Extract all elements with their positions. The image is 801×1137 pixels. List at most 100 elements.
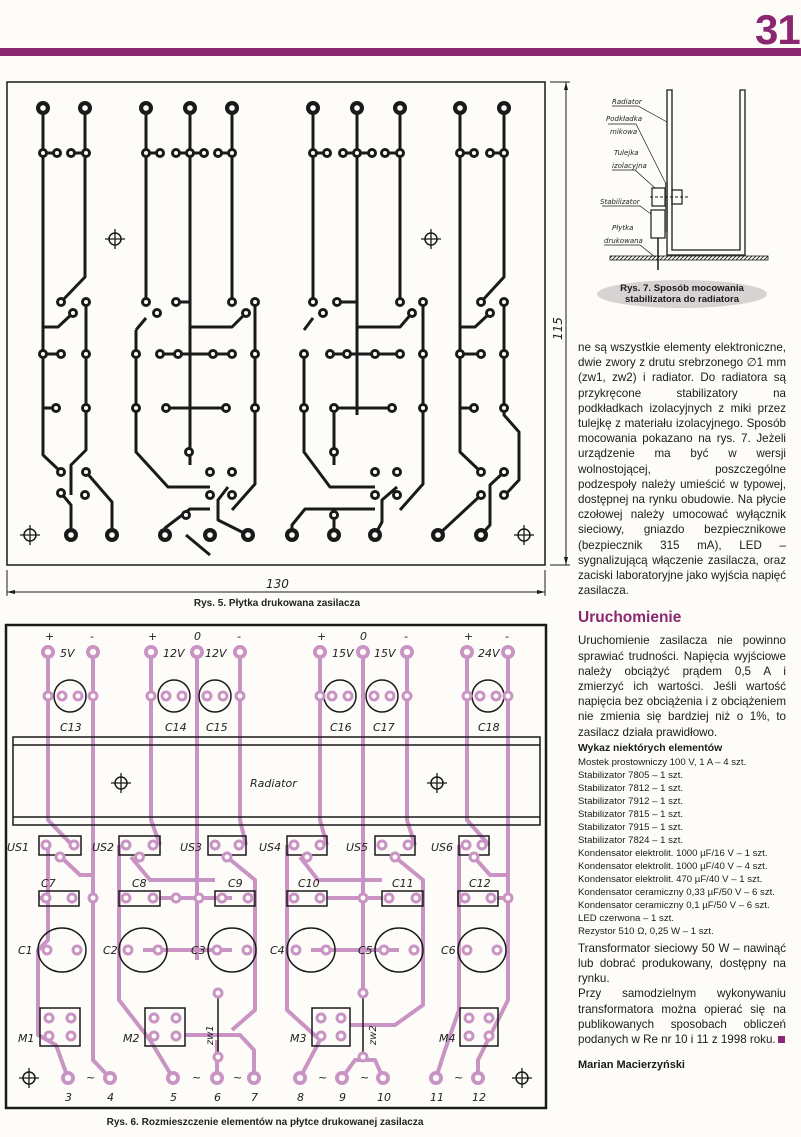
- pad-hole: [163, 693, 169, 699]
- drill-hole: [373, 493, 377, 497]
- pad-hole: [43, 895, 49, 901]
- pad-hole: [148, 693, 154, 699]
- drill-hole: [332, 406, 336, 410]
- pad-hole: [381, 947, 387, 953]
- pad-hole: [466, 1015, 472, 1021]
- parts-list-item: Kondensator ceramiczny 0,33 µF/50 V – 6 …: [578, 886, 775, 898]
- drill-hole: [502, 352, 506, 356]
- voltage-label: 24V: [478, 647, 501, 660]
- pad-hole: [464, 693, 470, 699]
- terminal-label: 4: [107, 1091, 114, 1104]
- component-trace: [36, 845, 70, 1079]
- pad-hole: [150, 895, 156, 901]
- copper-trace: [69, 302, 88, 495]
- pad-hole: [219, 895, 225, 901]
- pad-hole: [90, 895, 96, 901]
- polarity-label: 0: [194, 630, 201, 643]
- drill-hole: [41, 151, 45, 155]
- drill-hole: [488, 151, 492, 155]
- copper-trace: [134, 317, 148, 331]
- bridge-label: M2: [123, 1032, 140, 1045]
- parts-list-item: Stabilizator 7805 – 1 szt.: [578, 769, 684, 781]
- pad-hole: [504, 648, 512, 656]
- pad-hole: [379, 842, 385, 848]
- pad-hole: [155, 947, 161, 953]
- capacitor-label: C10: [298, 877, 320, 890]
- pad-hole: [169, 1074, 177, 1082]
- pad-hole: [379, 1074, 387, 1082]
- pad-hole: [505, 693, 511, 699]
- article-paragraph: Przy samodzielnym wykonywaniu transforma…: [578, 986, 786, 1047]
- label-washer: Podkładka: [606, 115, 642, 123]
- end-mark: [777, 1036, 785, 1044]
- capacitor-label: C12: [469, 877, 491, 890]
- pad-hole: [237, 693, 243, 699]
- copper-trace: [398, 302, 425, 511]
- terminal-label: 8: [297, 1091, 304, 1104]
- regulator-label: US2: [92, 841, 114, 854]
- pad-hole: [151, 1015, 157, 1021]
- parts-list-item: Stabilizator 7912 – 1 szt.: [578, 795, 684, 807]
- pad-hole: [477, 693, 483, 699]
- drill-hole: [59, 491, 63, 495]
- capacitor-outline: [365, 679, 399, 713]
- drill-hole: [134, 352, 138, 356]
- drill-hole: [421, 352, 425, 356]
- drill-hole: [354, 105, 360, 111]
- pad-hole: [466, 1033, 472, 1039]
- component-trace: [285, 845, 322, 1079]
- pad-hole: [173, 1033, 179, 1039]
- pad-hole: [392, 854, 398, 860]
- terminal-label: 10: [377, 1091, 391, 1104]
- electrolytic-capacitor-outline: [118, 927, 168, 973]
- bridge-rectifier-outline: [39, 1007, 81, 1047]
- drill-hole: [84, 300, 88, 304]
- parts-list-item: Rezystor 510 Ω, 0,25 W – 1 szt.: [578, 925, 714, 937]
- drill-hole: [230, 493, 234, 497]
- fig5-pcb-layout: 130 115: [6, 81, 570, 596]
- drill-hole: [331, 532, 337, 538]
- capacitor-label: C16: [330, 721, 352, 734]
- parts-list-item: LED czerwona – 1 szt.: [578, 912, 674, 924]
- pad-hole: [193, 648, 201, 656]
- polarity-label: -: [505, 630, 509, 643]
- pcb-outline: [6, 81, 546, 566]
- capacitor-label: C1: [18, 944, 33, 957]
- ceramic-capacitor-outline: [214, 890, 256, 907]
- drill-hole: [457, 105, 463, 111]
- drill-hole: [373, 470, 377, 474]
- fig7-caption-line2: stabilizatora do radiatora: [624, 294, 740, 305]
- fig7-caption-line1: Rys. 7. Sposób mocowania: [620, 283, 744, 294]
- author-name: Marian Macierzyński: [578, 1059, 685, 1072]
- capacitor-label: C14: [165, 721, 187, 734]
- drill-hole: [478, 532, 484, 538]
- label-washer-2: mikowa: [610, 128, 637, 136]
- drill-hole: [230, 470, 234, 474]
- capacitor-label: C5: [358, 944, 373, 957]
- component-trace: [465, 652, 491, 847]
- drill-hole: [68, 532, 74, 538]
- jumper-label: zw1: [205, 1025, 216, 1046]
- component-trace: [117, 845, 175, 1080]
- pad-hole: [46, 1015, 52, 1021]
- drill-hole: [253, 352, 257, 356]
- terminal-label: 6: [214, 1091, 221, 1104]
- drill-hole: [472, 406, 476, 410]
- polarity-label: +: [45, 630, 54, 643]
- pad-hole: [329, 693, 335, 699]
- insulating-sleeve: [651, 187, 666, 207]
- drill-hole: [397, 105, 403, 111]
- pad-hole: [316, 648, 324, 656]
- parts-list-title: Wykaz niektórych elementów: [578, 742, 723, 754]
- pad-hole: [213, 1074, 221, 1082]
- pad-hole: [68, 1033, 74, 1039]
- pad-hole: [150, 842, 156, 848]
- voltage-label: 12V: [163, 647, 186, 660]
- pad-hole: [413, 895, 419, 901]
- drill-hole: [69, 151, 73, 155]
- pad-hole: [64, 1074, 72, 1082]
- pad-hole: [463, 842, 469, 848]
- pad-hole: [224, 854, 230, 860]
- bridge-label: M4: [439, 1032, 456, 1045]
